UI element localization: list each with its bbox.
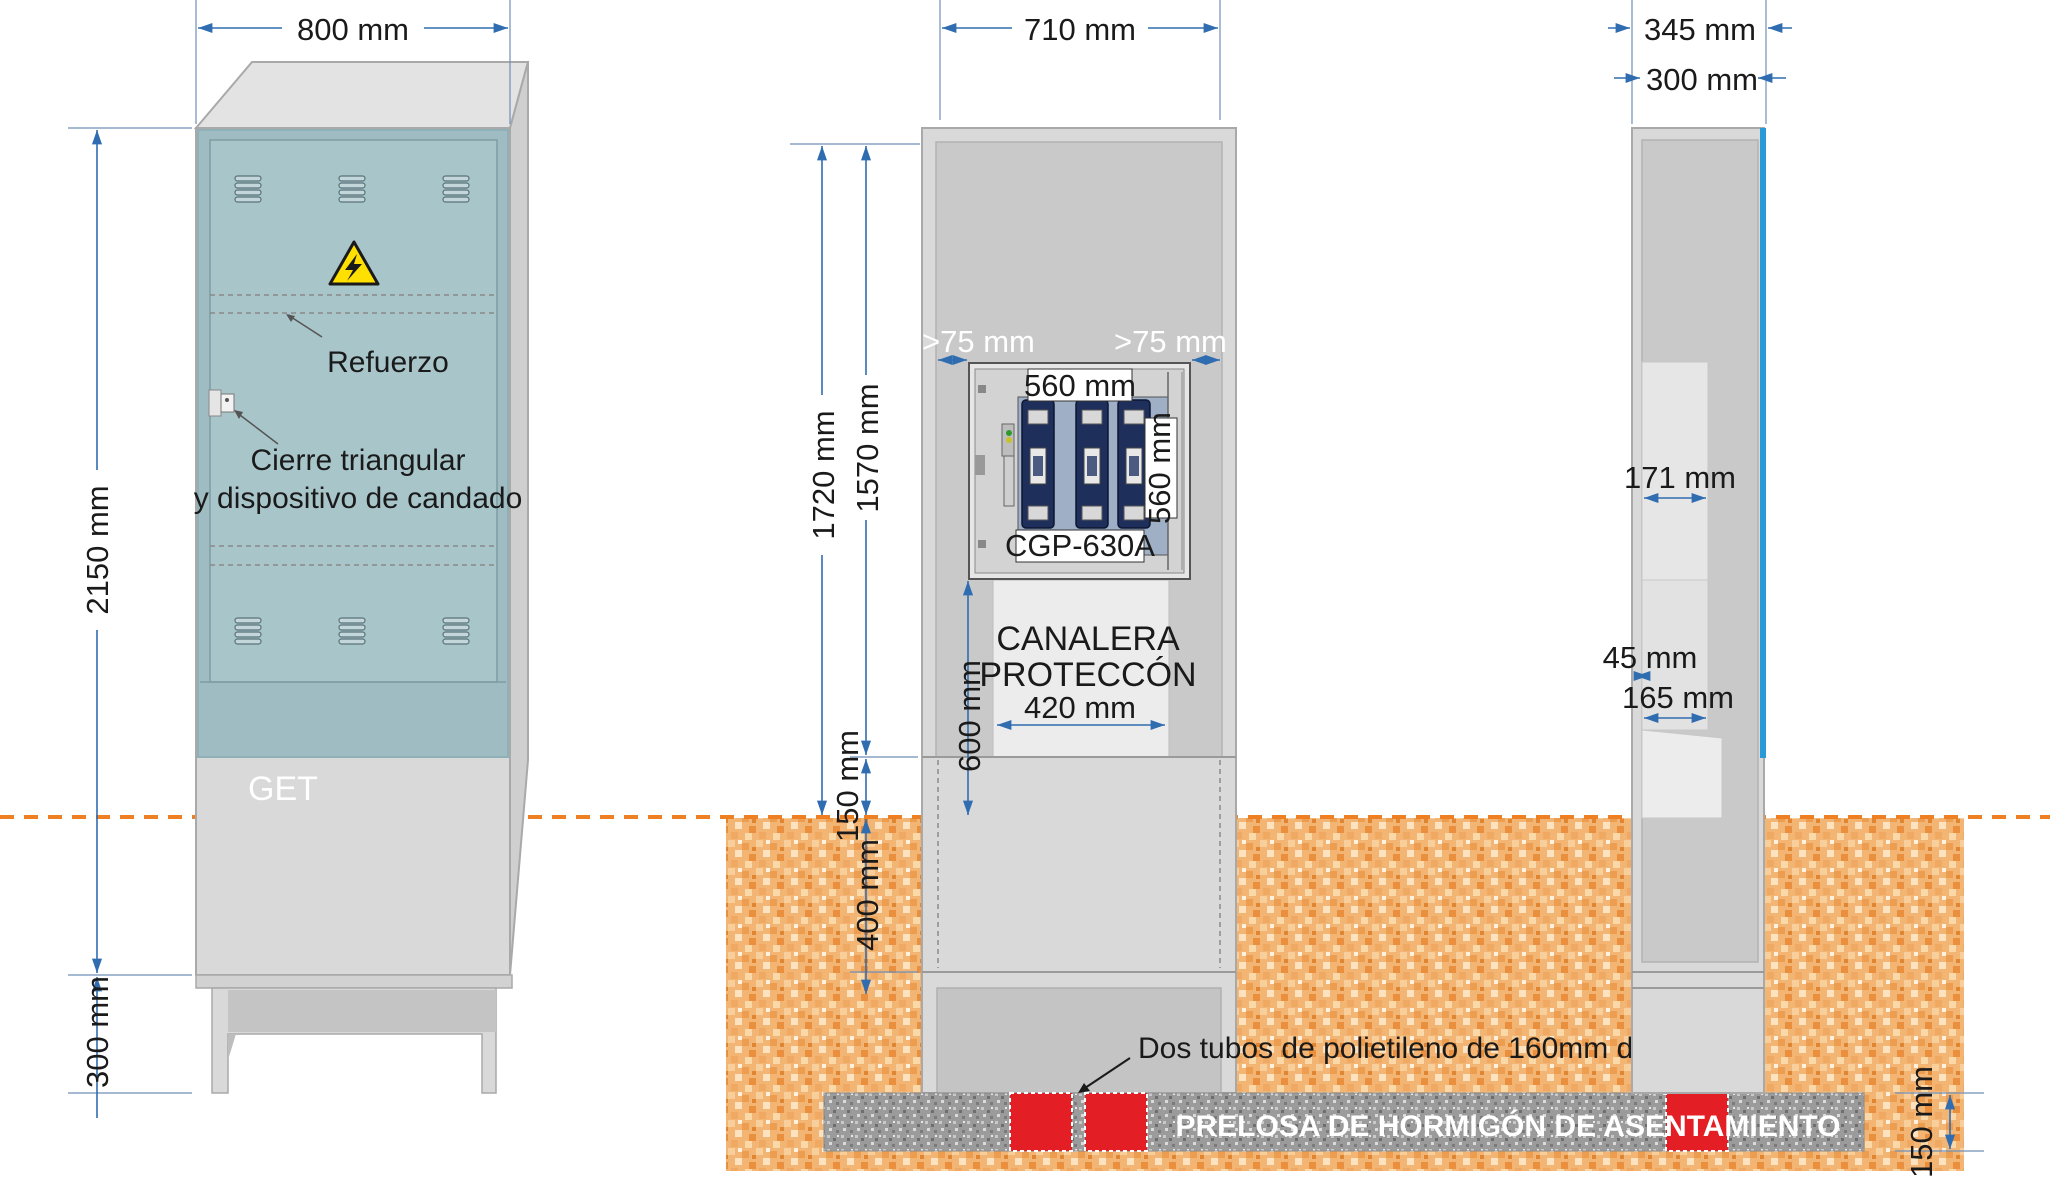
- side-panel-upper: [1641, 361, 1709, 581]
- reinforcement-label: Refuerzo: [327, 346, 449, 379]
- tubes-label: Dos tubos de polietileno de 160mm de O: [1138, 1032, 1682, 1065]
- side-panel-middle: [1641, 579, 1709, 731]
- slab-label: PRELOSA DE HORMIGÓN DE ASENTAMIENTO: [1175, 1109, 1840, 1143]
- panel-height-label-box: [1144, 417, 1178, 519]
- vent-louver-icon: [234, 175, 262, 203]
- dim-400-mm: 400 mm: [850, 839, 885, 951]
- canalera-label-line1: CANALERA: [996, 620, 1180, 658]
- vent-group: [234, 175, 470, 645]
- tubes-pointer: [1081, 1057, 1131, 1091]
- dim-300-mm-side: 300 mm: [1646, 62, 1758, 97]
- get-label: GET: [248, 770, 318, 808]
- panel-width-label-box: [1027, 368, 1133, 402]
- side-blue-accent: [1760, 128, 1766, 758]
- dim-slab-150-mm: 150 mm: [1904, 1066, 1939, 1178]
- dim-710-mm: 710 mm: [1024, 12, 1136, 47]
- fuse-base-icon: [1021, 399, 1055, 529]
- lock-label-line2: y dispositivo de candado: [194, 482, 523, 515]
- tube-left-1: [1009, 1092, 1073, 1152]
- foundation: PRELOSA DE HORMIGÓN DE ASENTAMIENTO Dos …: [823, 1032, 1984, 1178]
- dim-600-mm: 600 mm: [952, 660, 987, 772]
- lock-latch: [208, 389, 235, 417]
- dim-420-mm: 420 mm: [1024, 690, 1136, 725]
- front-view: Refuerzo Cierre triangular y dispositivo…: [68, 0, 530, 1118]
- dim-1570-mm: 1570 mm: [850, 383, 885, 512]
- vent-louver-icon: [234, 617, 262, 645]
- cgp-label-box: [1015, 529, 1145, 563]
- cabinet-base: [195, 974, 513, 1094]
- reinforcement-pointer: [287, 314, 323, 338]
- dim-800-mm: 800 mm: [297, 12, 409, 47]
- dim-gap-left: >75 mm: [922, 324, 1035, 359]
- dim-gap-right: >75 mm: [1114, 324, 1227, 359]
- side-view: 345 mm 300 mm 171 mm 45 mm 165 mm: [1603, 0, 1792, 1094]
- dim-345-mm: 345 mm: [1644, 12, 1756, 47]
- cgp-630a-label: CGP-630A: [1005, 528, 1155, 563]
- inside-view: 560 mm 560 mm CGP-630A CANALERA PROTECCÓ…: [790, 0, 1237, 1094]
- vent-louver-icon: [338, 617, 366, 645]
- canalera-label-line2: PROTECCÓN: [979, 656, 1196, 694]
- side-panel-lower: [1641, 729, 1723, 819]
- dim-171-mm: 171 mm: [1624, 460, 1736, 495]
- dim-panel-560-width: 560 mm: [1024, 368, 1136, 403]
- dim-panel-560-height: 560 mm: [1142, 412, 1177, 524]
- dim-165-mm: 165 mm: [1622, 680, 1734, 715]
- dim-150-mm: 150 mm: [830, 730, 865, 842]
- door-panel: [209, 139, 498, 683]
- cabinet-side: [509, 61, 529, 976]
- fuse-group: [1021, 399, 1151, 529]
- vent-louver-icon: [442, 617, 470, 645]
- fuse-base-icon: [1075, 399, 1109, 529]
- high-voltage-warning-icon: [328, 240, 380, 286]
- dim-300-mm: 300 mm: [80, 976, 115, 1088]
- tube-left-2: [1084, 1092, 1148, 1152]
- inside-lower-chamber: [936, 987, 1222, 1094]
- dim-45-mm: 45 mm: [1603, 640, 1698, 675]
- vent-louver-icon: [442, 175, 470, 203]
- vent-louver-icon: [338, 175, 366, 203]
- lock-label-line1: Cierre triangular: [250, 444, 465, 477]
- dim-2150-mm: 2150 mm: [80, 485, 115, 614]
- lock-pointer: [235, 411, 279, 445]
- dim-1720-mm: 1720 mm: [806, 410, 841, 539]
- tube-right: [1665, 1092, 1729, 1152]
- cabinet-top: [193, 61, 530, 129]
